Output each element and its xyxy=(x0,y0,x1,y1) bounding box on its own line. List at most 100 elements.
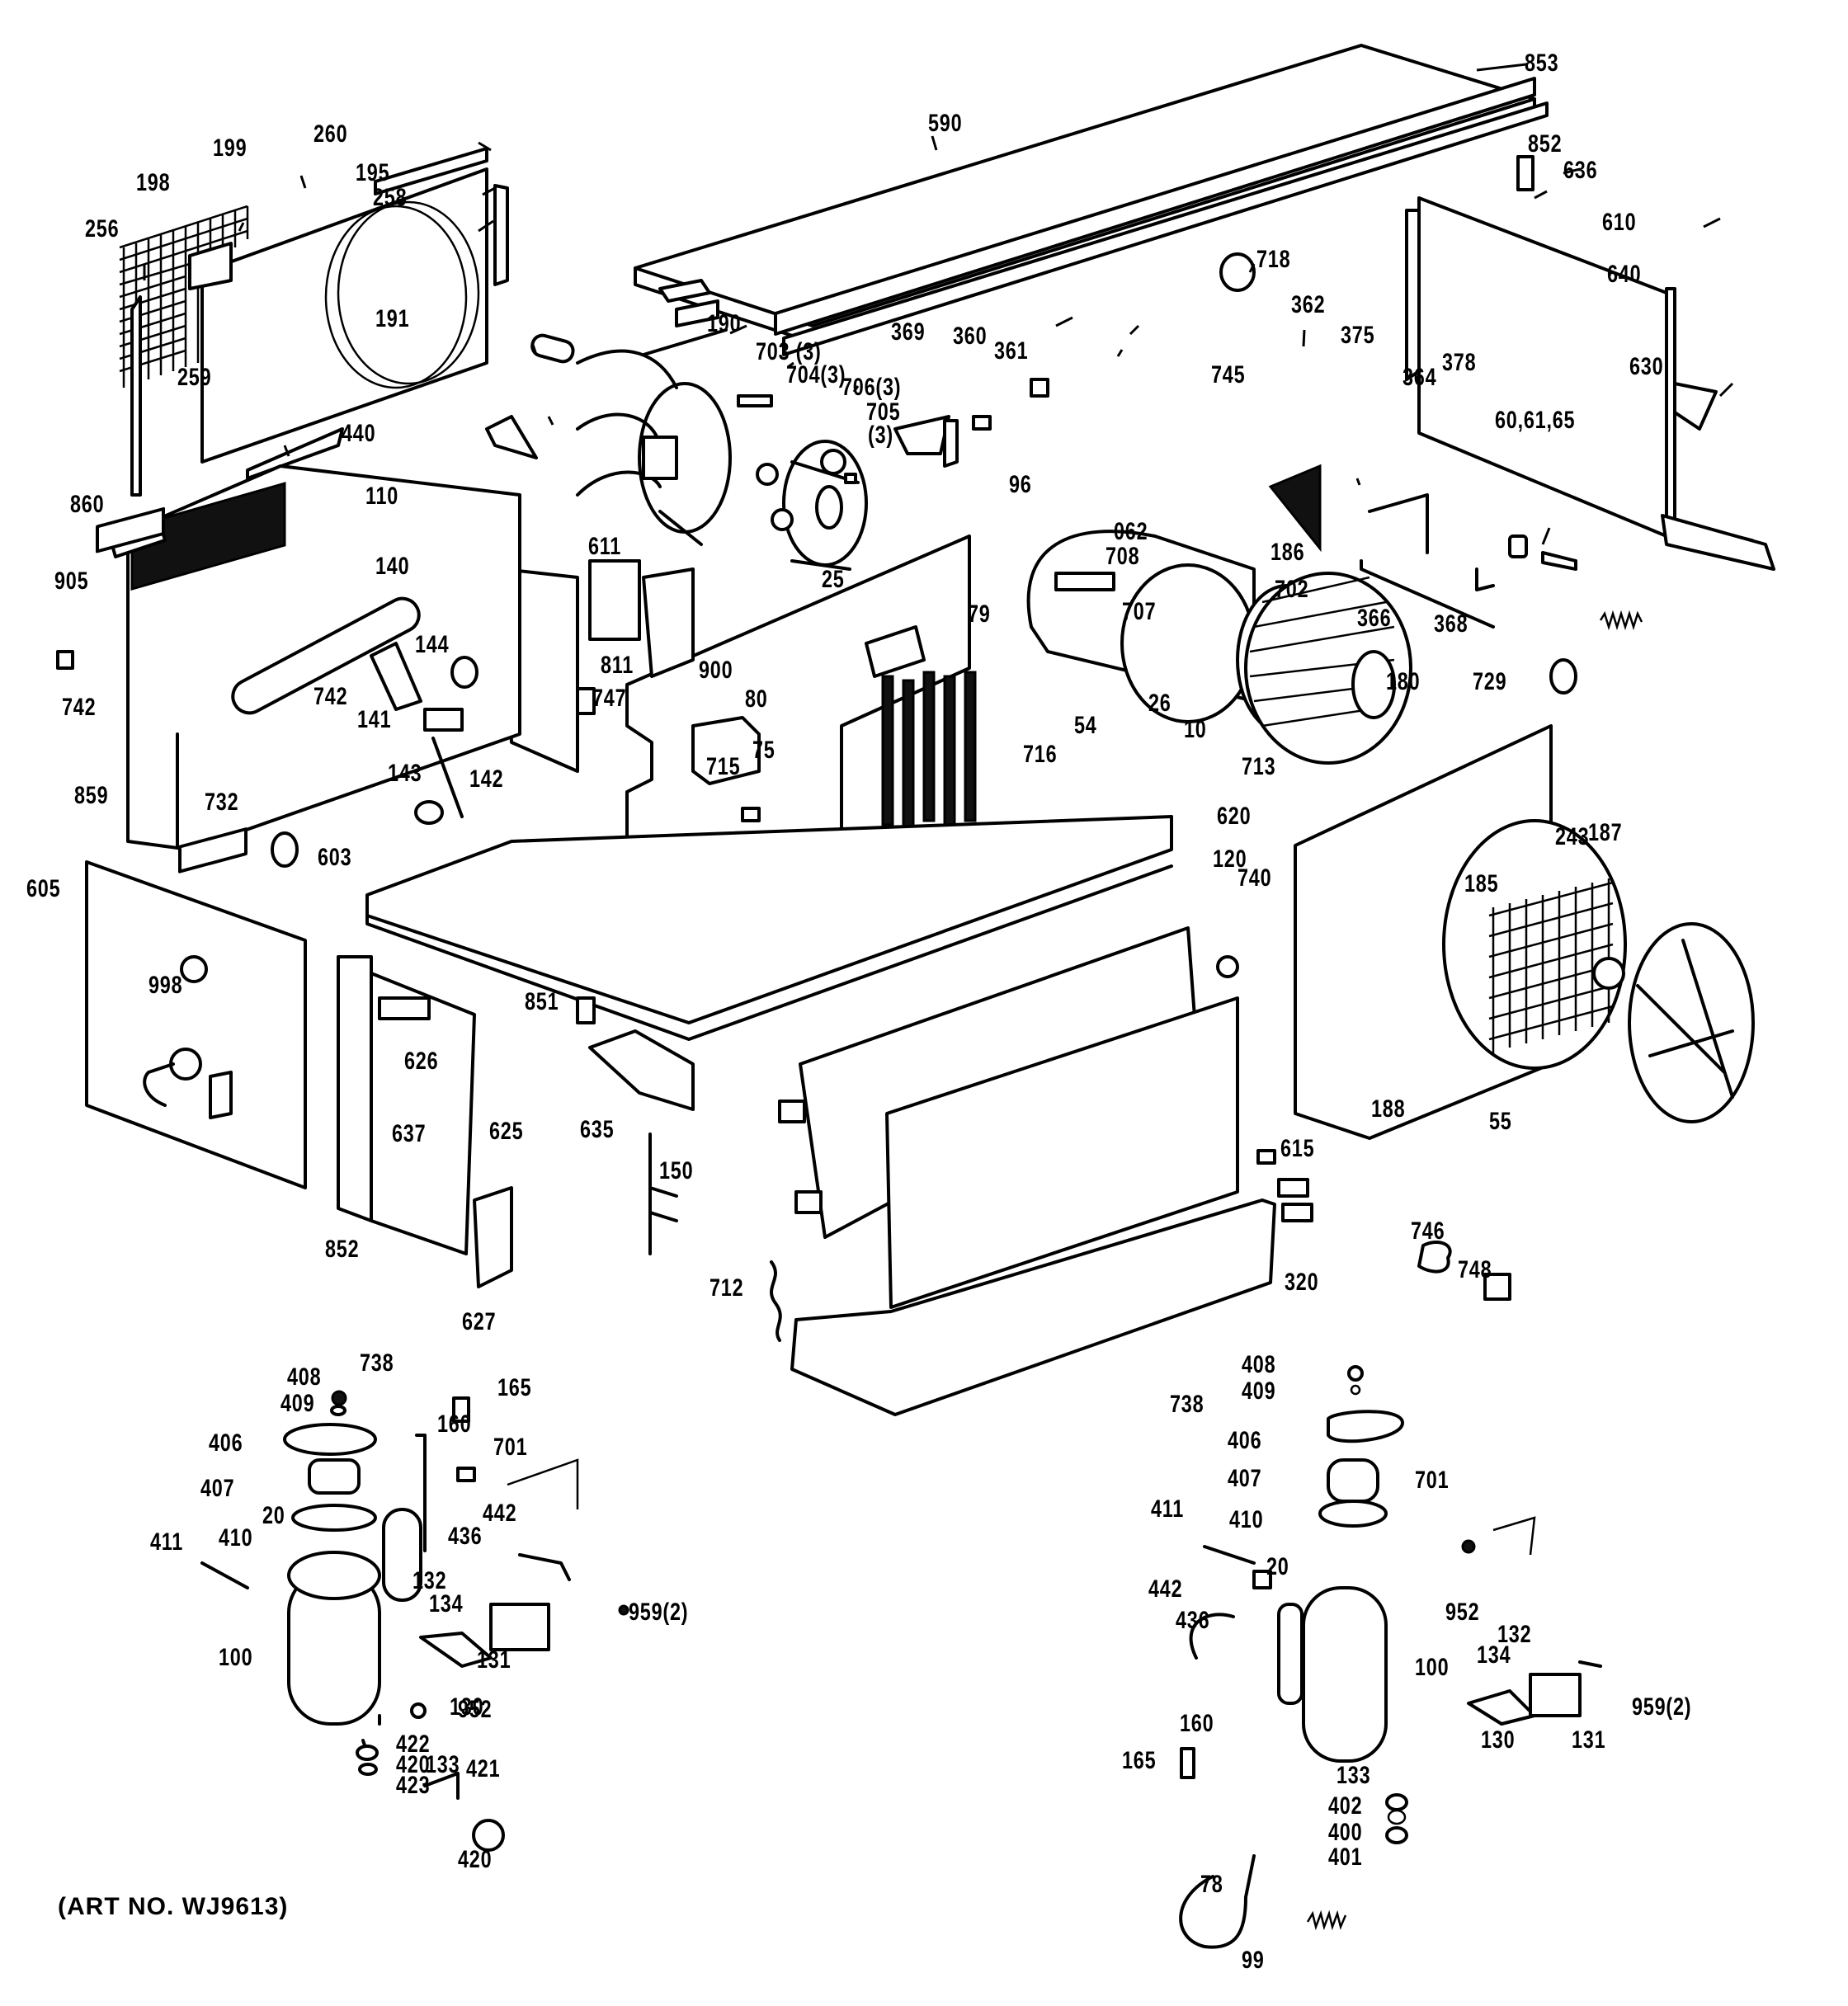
callout-c1-130: 130 xyxy=(450,1693,484,1721)
callout-c2-100: 100 xyxy=(1415,1654,1450,1681)
clip-748 xyxy=(1483,1273,1511,1301)
callout-440: 440 xyxy=(342,420,376,447)
callout-c2-132: 132 xyxy=(1497,1621,1532,1648)
fan-blade-190 xyxy=(576,328,732,546)
callout-c2-410: 410 xyxy=(1229,1506,1264,1533)
callout-185: 185 xyxy=(1464,870,1499,897)
callout-c1-959: 959(2) xyxy=(629,1599,689,1626)
callout-75: 75 xyxy=(752,737,776,764)
callout-c1-133: 133 xyxy=(426,1751,460,1778)
callout-636: 636 xyxy=(1563,157,1598,184)
callout-703: 703 (3) xyxy=(756,338,822,365)
callout-c1-100: 100 xyxy=(219,1644,253,1671)
callout-603: 603 xyxy=(318,844,352,871)
rod-366 xyxy=(1360,559,1495,629)
callout-062: 062 xyxy=(1114,518,1148,545)
callout-364: 364 xyxy=(1402,364,1437,391)
callout-54: 54 xyxy=(1074,712,1097,739)
callout-705: 705 xyxy=(866,398,901,426)
callout-120: 120 xyxy=(1213,845,1247,873)
callout-605: 605 xyxy=(26,875,61,902)
callout-186: 186 xyxy=(1270,539,1305,566)
callout-191: 191 xyxy=(375,305,410,332)
callout-590: 590 xyxy=(928,110,963,137)
callout-142: 142 xyxy=(469,765,504,793)
callout-c2-738: 738 xyxy=(1170,1391,1204,1418)
callout-378: 378 xyxy=(1442,349,1477,376)
fan-motor-25 xyxy=(782,440,868,571)
nut-60 xyxy=(1508,534,1528,558)
callout-362: 362 xyxy=(1291,291,1326,318)
callout-c1-436: 436 xyxy=(448,1523,483,1550)
callout-625: 625 xyxy=(489,1118,524,1145)
callout-611: 611 xyxy=(588,533,622,560)
callout-716: 716 xyxy=(1023,741,1058,768)
insulation-860 xyxy=(96,506,165,553)
callout-c2-409: 409 xyxy=(1242,1377,1276,1405)
callout-c1-411: 411 xyxy=(150,1528,184,1556)
callout-c1-410: 410 xyxy=(219,1524,253,1552)
callout-c1-160: 160 xyxy=(437,1410,472,1438)
callout-187: 187 xyxy=(1588,819,1623,846)
callout-c1-20: 20 xyxy=(262,1502,285,1529)
baffle-362 xyxy=(1268,464,1322,553)
callout-366: 366 xyxy=(1357,605,1392,632)
callout-256: 256 xyxy=(85,215,120,243)
callout-c1-701: 701 xyxy=(493,1434,528,1461)
bushing-191 xyxy=(485,333,575,459)
callout-c2-402: 402 xyxy=(1328,1792,1363,1820)
callout-141: 141 xyxy=(357,706,392,733)
callout-c1-422: 422 xyxy=(396,1731,431,1758)
callout-55: 55 xyxy=(1489,1108,1512,1135)
callout-144: 144 xyxy=(415,631,450,658)
callout-c2-20: 20 xyxy=(1266,1553,1289,1580)
callout-258: 258 xyxy=(373,184,408,211)
callout-740: 740 xyxy=(1238,864,1272,892)
compressor-assembly-right xyxy=(1179,1365,1602,1949)
callout-198: 198 xyxy=(136,169,171,196)
callout-626: 626 xyxy=(404,1048,439,1075)
callout-851: 851 xyxy=(525,988,559,1015)
callout-243: 243 xyxy=(1555,823,1590,850)
callout-10: 10 xyxy=(1184,716,1207,743)
callout-718: 718 xyxy=(1256,246,1291,273)
callout-c1-442: 442 xyxy=(483,1500,517,1527)
callout-259: 259 xyxy=(177,364,212,391)
wire-712 xyxy=(770,1260,782,1342)
callout-c2-952: 952 xyxy=(1445,1599,1480,1626)
callout-610: 610 xyxy=(1602,209,1637,236)
cable-tie-718 xyxy=(1219,252,1256,292)
callout-190: 190 xyxy=(707,310,742,337)
callout-96: 96 xyxy=(1009,471,1032,498)
callout-c2-442: 442 xyxy=(1148,1575,1183,1603)
callout-60-61-65: 60,61,65 xyxy=(1495,407,1576,434)
callout-707: 707 xyxy=(1122,598,1157,625)
callout-188: 188 xyxy=(1371,1095,1406,1123)
callout-25: 25 xyxy=(822,566,845,593)
callout-852-top: 852 xyxy=(1528,130,1563,158)
art-number: (ART NO. WJ9613) xyxy=(58,1893,289,1920)
callout-732: 732 xyxy=(205,789,239,816)
callout-c1-132: 132 xyxy=(412,1567,447,1594)
callout-c2-407: 407 xyxy=(1228,1465,1262,1492)
callout-900: 900 xyxy=(699,657,733,684)
partition-625 xyxy=(337,955,476,1255)
base-pan-603 xyxy=(365,815,1173,1041)
callout-369: 369 xyxy=(891,318,926,346)
clip-746 xyxy=(1417,1241,1452,1274)
callout-715: 715 xyxy=(706,753,741,780)
callout-c1-407: 407 xyxy=(200,1475,235,1502)
callout-627: 627 xyxy=(462,1308,497,1335)
bracket-627 xyxy=(473,1186,513,1288)
control-panel-plate xyxy=(584,534,971,925)
blower-assembly xyxy=(1026,530,1412,765)
callout-860: 860 xyxy=(70,491,105,518)
callout-712: 712 xyxy=(710,1274,744,1302)
callout-705-qty: (3) xyxy=(868,421,893,449)
bracket-635 xyxy=(588,1029,695,1111)
callout-361: 361 xyxy=(994,337,1029,365)
condenser-coil-120 xyxy=(778,926,1309,1416)
callout-c1-406: 406 xyxy=(209,1429,243,1457)
callout-c2-78: 78 xyxy=(1200,1871,1223,1898)
